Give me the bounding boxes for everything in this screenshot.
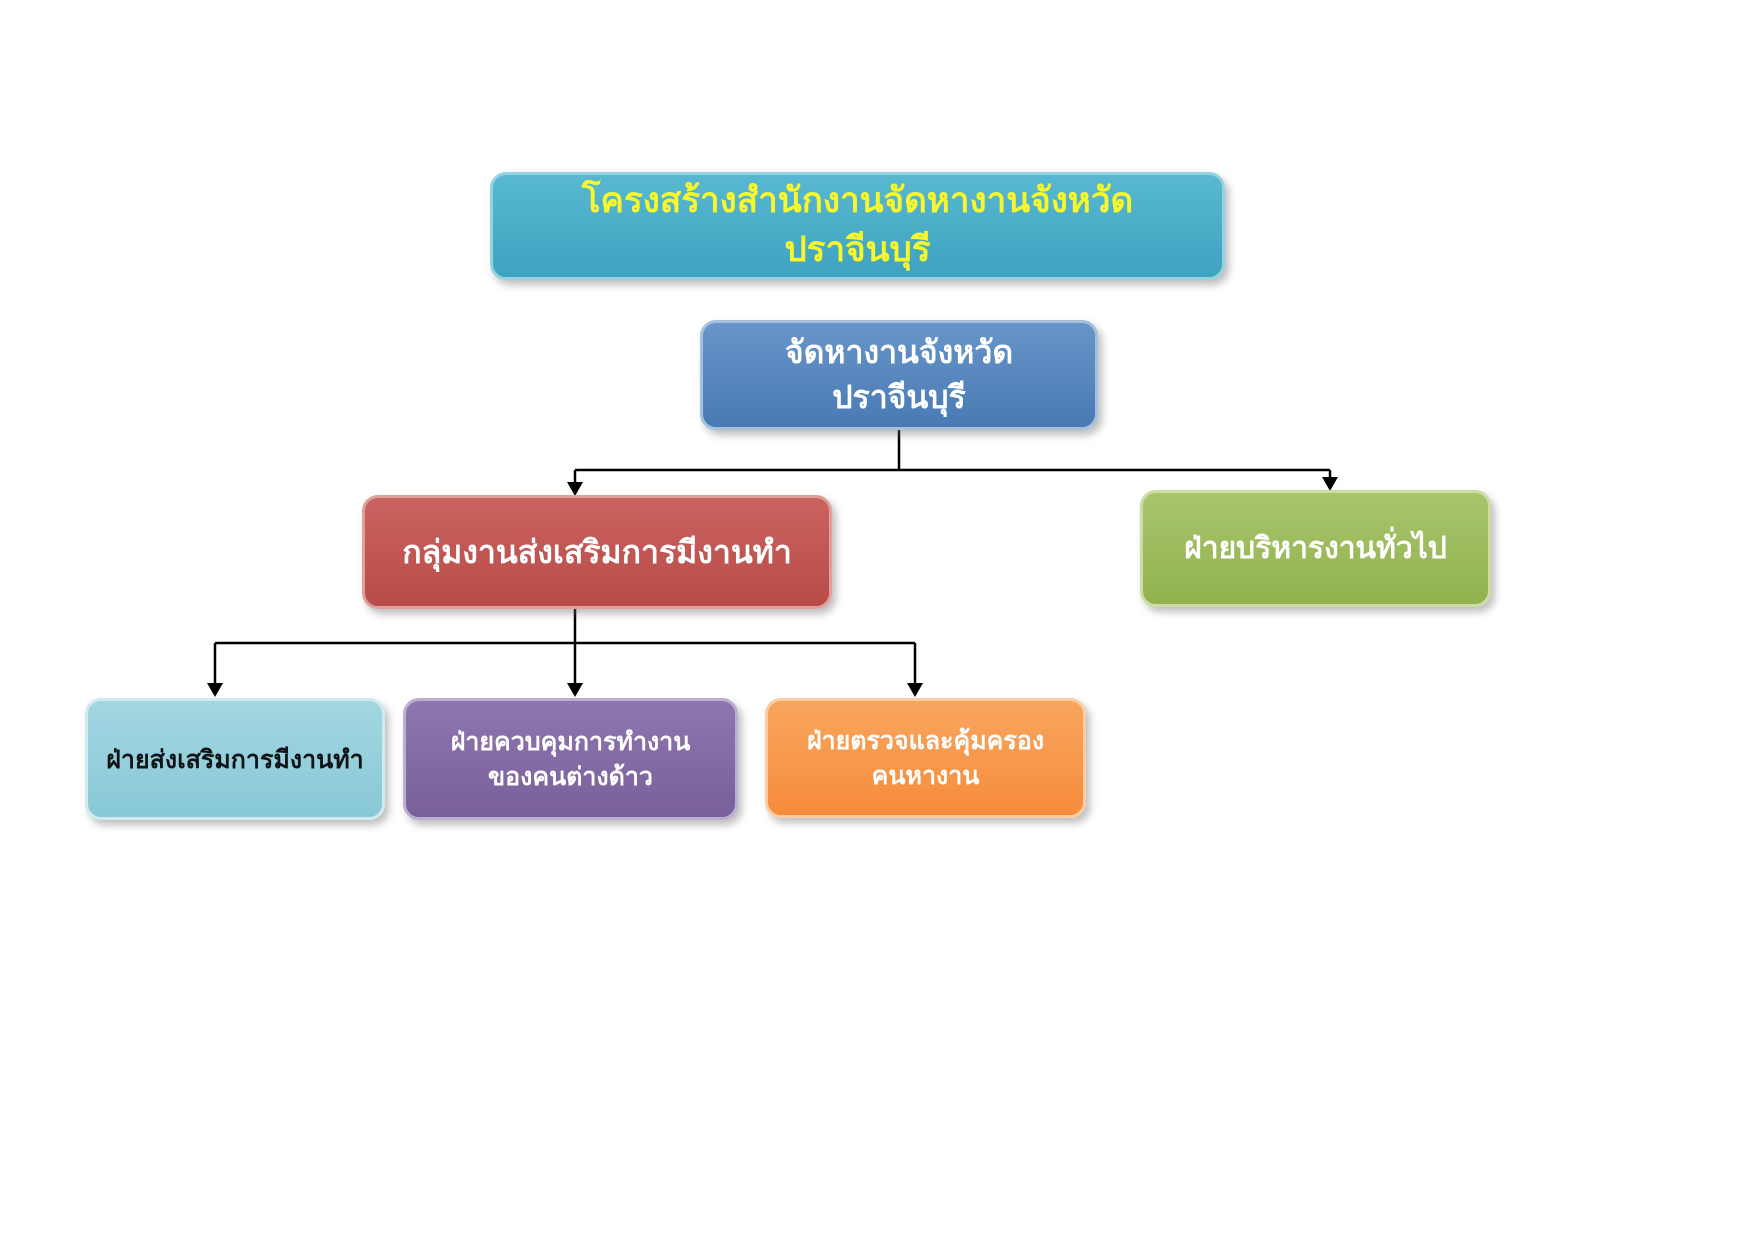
- arrowhead-inspection-protection: [907, 683, 923, 697]
- node-inspection-protection: ฝ่ายตรวจและคุ้มครอง คนหางาน: [765, 698, 1086, 818]
- node-foreign-worker-control: ฝ่ายควบคุมการทำงาน ของคนต่างด้าว: [403, 698, 738, 820]
- connector-level-2: [213, 609, 917, 684]
- arrowhead-promotion-group: [567, 482, 583, 496]
- node-employment-promotion-label: ฝ่ายส่งเสริมการมีงานทำ: [106, 744, 364, 774]
- node-general-admin-label: ฝ่ายบริหารงานทั่วไป: [1184, 530, 1447, 566]
- connector-level-1: [573, 430, 1332, 483]
- node-general-admin: ฝ่ายบริหารงานทั่วไป: [1140, 490, 1491, 607]
- node-promotion-group: กลุ่มงานส่งเสริมการมีงานทำ: [362, 495, 832, 609]
- arrowhead-general-admin: [1322, 477, 1338, 491]
- diagram-title-box: โครงสร้างสำนักงานจัดหางานจังหวัดปราจีนบุ…: [490, 172, 1225, 280]
- node-office: จัดหางานจังหวัดปราจีนบุรี: [700, 320, 1098, 430]
- node-inspection-protection-label: ฝ่ายตรวจและคุ้มครอง คนหางาน: [806, 726, 1045, 790]
- arrowhead-foreign-worker-control: [567, 683, 583, 697]
- node-promotion-group-label: กลุ่มงานส่งเสริมการมีงานทำ: [402, 532, 792, 571]
- arrowhead-employment-promotion: [207, 683, 223, 697]
- node-office-label: จัดหางานจังหวัดปราจีนบุรี: [784, 333, 1014, 416]
- diagram-title-label: โครงสร้างสำนักงานจัดหางานจังหวัดปราจีนบุ…: [581, 181, 1134, 270]
- node-employment-promotion: ฝ่ายส่งเสริมการมีงานทำ: [85, 698, 385, 820]
- node-foreign-worker-control-label: ฝ่ายควบคุมการทำงาน ของคนต่างด้าว: [450, 727, 691, 791]
